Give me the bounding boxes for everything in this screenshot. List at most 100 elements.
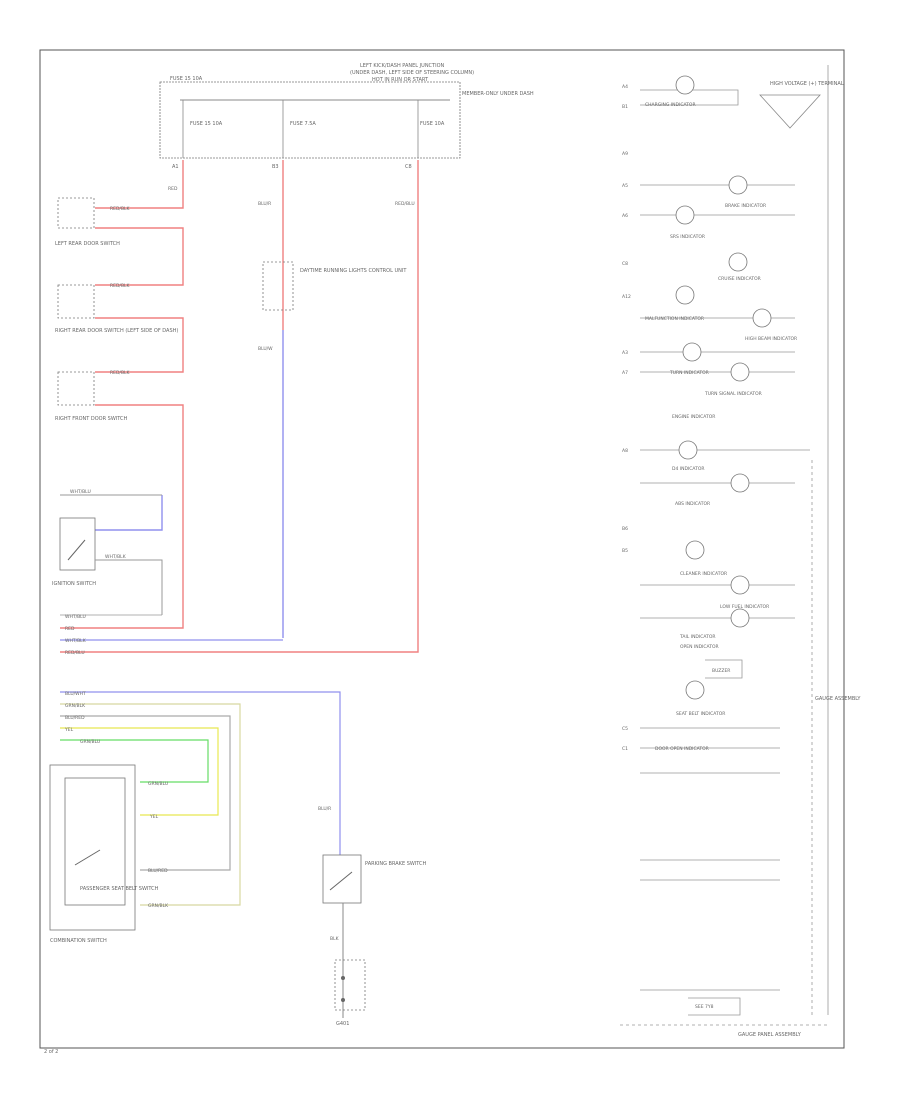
switch-1-wire: RED/BLK [110,206,131,212]
svg-text:BLU/W: BLU/W [258,346,273,352]
svg-text:D4 INDICATOR: D4 INDICATOR [672,466,705,472]
svg-text:YEL: YEL [149,814,159,820]
meter-box: LEFT KICK/DASH PANEL JUNCTION (UNDER DAS… [159,63,534,170]
svg-text:C1: C1 [622,746,628,752]
svg-text:BUZZER: BUZZER [712,668,730,674]
svg-text:B1: B1 [622,104,628,110]
svg-text:BLU/RED: BLU/RED [65,715,85,721]
warning-triangle [759,94,821,129]
svg-text:A12: A12 [622,294,631,300]
svg-text:SRS INDICATOR: SRS INDICATOR [670,234,705,240]
svg-text:BLU/WHT: BLU/WHT [65,691,86,697]
svg-text:B5: B5 [622,548,628,554]
door-switch-1-label: LEFT REAR DOOR SWITCH [55,241,120,247]
svg-text:MALFUNCTION INDICATOR: MALFUNCTION INDICATOR [645,316,704,322]
svg-text:GRN/BLK: GRN/BLK [65,703,86,709]
right-wire-label: RED/BLU [395,201,415,207]
svg-text:RED/BLU: RED/BLU [65,650,85,656]
svg-text:BRAKE INDICATOR: BRAKE INDICATOR [725,203,766,209]
pin-b: B3 [272,164,279,170]
svg-text:WHT/BLU: WHT/BLU [70,489,91,495]
fuse-mid: FUSE 7.5A [290,121,316,127]
pin-a: A1 [172,164,179,170]
parking-brake-switch-label: PARKING BRAKE SWITCH [365,861,427,867]
meter-box-subtitle: (UNDER DASH, LEFT SIDE OF STEERING COLUM… [350,70,474,76]
switch-2-wire: RED/BLK [110,283,131,289]
meter-box-power: HOT IN RUN OR START [372,77,429,83]
svg-text:WHT/BLK: WHT/BLK [65,638,87,644]
svg-text:WHT/BLK: WHT/BLK [105,554,127,560]
combination-switch-inner: PASSENGER SEAT BELT SWITCH [80,886,159,892]
ignition-switch-label: IGNITION SWITCH [52,581,96,587]
svg-text:GRN/BLU: GRN/BLU [148,781,168,787]
svg-text:A4: A4 [622,84,628,90]
door-switch-2: RIGHT REAR DOOR SWITCH (LEFT SIDE OF DAS… [55,284,178,334]
svg-text:ENGINE INDICATOR: ENGINE INDICATOR [672,414,715,420]
svg-text:C5: C5 [622,726,628,732]
svg-text:SEAT BELT INDICATOR: SEAT BELT INDICATOR [676,711,725,717]
lower-bus [60,691,341,906]
svg-text:BLK: BLK [330,936,340,942]
svg-text:SEE 7Y8: SEE 7Y8 [695,1004,714,1010]
svg-text:GRN/BLK: GRN/BLK [148,903,169,909]
gauge-panel: GAUGE ASSEMBLY GAUGE PANEL ASSEMBLY HIGH… [620,65,861,1038]
fuse-left: FUSE 15 10A [190,121,223,127]
door-switch-2-label: RIGHT REAR DOOR SWITCH (LEFT SIDE OF DAS… [55,328,178,334]
combination-switch-label: COMBINATION SWITCH [50,938,107,944]
svg-text:GRN/BLU: GRN/BLU [80,739,100,745]
blue-wire-ignition [95,495,163,531]
svg-text:YEL: YEL [64,727,74,733]
svg-text:A6: A6 [622,213,628,219]
bottom-bus: WHT/BLU RED WHT/BLK RED/BLU [60,614,283,656]
svg-text:BLU/R: BLU/R [258,201,271,207]
parking-brake-switch: BLU/R PARKING BRAKE SWITCH BLK G401 [318,806,427,1027]
svg-text:CLEANER INDICATOR: CLEANER INDICATOR [680,571,727,577]
center-component: BLU/R BLU/W DAYTIME RUNNING LIGHTS CONTR… [258,201,407,352]
switch-3-wire: RED/BLK [110,370,131,376]
gauge-pins: A4 B1 A9 A5 A6 C8 A12 A3 A7 A8 B6 B5 C5 … [622,84,631,752]
meter-box-note: MEMBER-ONLY UNDER DASH [462,91,534,97]
svg-text:OPEN INDICATOR: OPEN INDICATOR [680,644,719,650]
svg-text:A7: A7 [622,370,628,376]
fuse-right: FUSE 10A [420,121,445,127]
center-component-label: DAYTIME RUNNING LIGHTS CONTROL UNIT [300,268,407,274]
door-switch-3: RIGHT FRONT DOOR SWITCH [55,371,128,422]
svg-text:A9: A9 [622,151,628,157]
pin-c: C8 [405,164,412,170]
gauge-warning-label: HIGH VOLTAGE (+) TERMINAL [770,81,844,87]
svg-text:HIGH BEAM INDICATOR: HIGH BEAM INDICATOR [745,336,797,342]
svg-text:DOOR OPEN INDICATOR: DOOR OPEN INDICATOR [655,746,709,752]
door-switch-1: LEFT REAR DOOR SWITCH [55,197,120,247]
ground-label: G401 [336,1021,349,1027]
svg-text:CHARGING INDICATOR: CHARGING INDICATOR [645,102,696,108]
red-wires [60,160,419,653]
indicator-lamps [675,75,772,700]
svg-text:A3: A3 [622,350,628,356]
svg-text:BLU/R: BLU/R [318,806,331,812]
svg-text:RED: RED [65,626,75,632]
svg-text:A8: A8 [622,448,628,454]
svg-text:A5: A5 [622,183,628,189]
svg-text:TURN SIGNAL INDICATOR: TURN SIGNAL INDICATOR [704,391,762,397]
svg-text:LOW FUEL INDICATOR: LOW FUEL INDICATOR [720,604,769,610]
svg-text:CRUISE INDICATOR: CRUISE INDICATOR [718,276,761,282]
combination-switch: GRN/BLU YEL BLU/RED GRN/BLK PASSENGER SE… [49,764,169,944]
page-number: 2 of 2 [44,1049,58,1055]
meter-box-title: LEFT KICK/DASH PANEL JUNCTION [360,63,445,69]
diagram-frame [39,49,845,1049]
svg-text:BLU/RED: BLU/RED [148,868,168,874]
rw-top: RED [168,186,178,192]
ignition-switch: WHT/BLU WHT/BLK IGNITION SWITCH [52,489,163,615]
svg-text:B6: B6 [622,526,628,532]
fuse-left-label: FUSE 15 10A [170,76,203,82]
svg-text:TURN INDICATOR: TURN INDICATOR [669,370,709,376]
gauge-panel-bottom-label: GAUGE PANEL ASSEMBLY [738,1032,802,1038]
svg-text:ABS INDICATOR: ABS INDICATOR [675,501,710,507]
indicator-labels: CHARGING INDICATOR BRAKE INDICATOR SRS I… [645,102,797,1010]
svg-text:WHT/BLU: WHT/BLU [65,614,86,620]
svg-text:TAIL INDICATOR: TAIL INDICATOR [679,634,716,640]
gauge-panel-side-label: GAUGE ASSEMBLY [815,696,861,702]
door-switch-3-label: RIGHT FRONT DOOR SWITCH [55,416,128,422]
svg-text:C8: C8 [622,261,628,267]
